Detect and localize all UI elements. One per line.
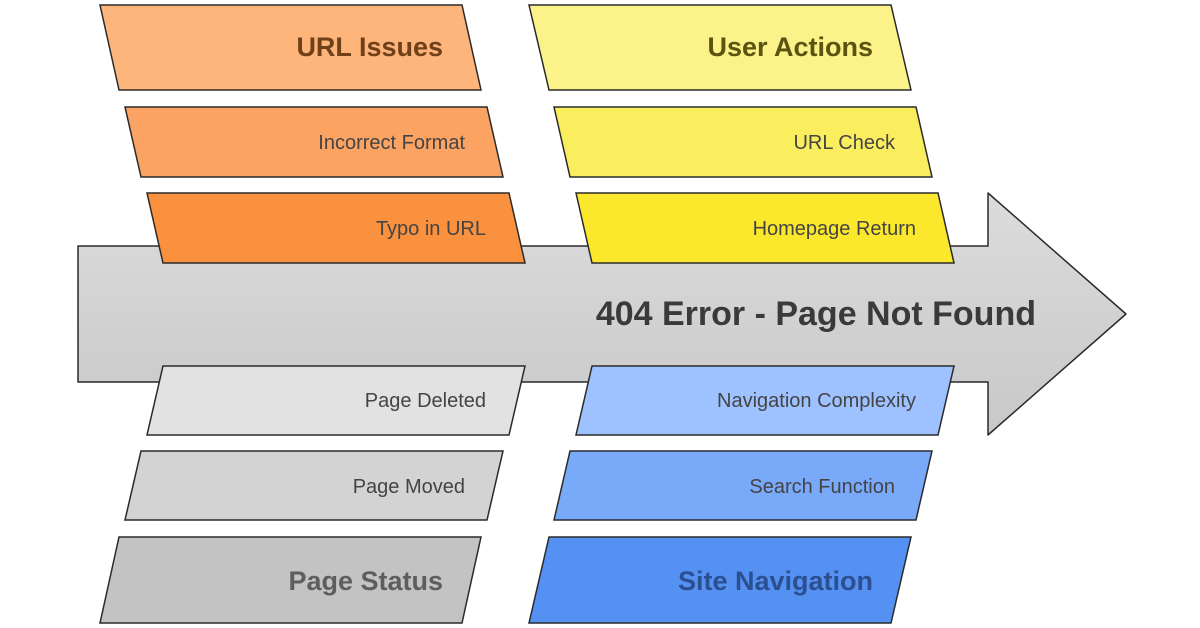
category-heading-box (528, 4, 912, 91)
cause-box (124, 450, 504, 521)
category-heading: Site Navigation (678, 566, 873, 596)
cause-label: Search Function (749, 476, 895, 498)
category-user-actions: User Actions URL Check Homepage Return (528, 4, 955, 264)
cause-box (146, 365, 526, 436)
cause-label: Page Deleted (365, 390, 486, 412)
cause-box (146, 192, 526, 264)
category-site-navigation: Navigation Complexity Search Function Si… (528, 365, 955, 624)
cause-label: Typo in URL (376, 218, 486, 240)
category-heading-box (99, 4, 482, 91)
cause-box (575, 365, 955, 436)
category-heading-box (528, 536, 912, 624)
cause-label: Navigation Complexity (717, 390, 916, 412)
category-page-status: Page Deleted Page Moved Page Status (99, 365, 526, 624)
cause-box (553, 106, 933, 178)
cause-label: Incorrect Format (318, 132, 465, 154)
cause-box (553, 450, 933, 521)
category-heading: User Actions (707, 32, 873, 62)
cause-label: Page Moved (353, 476, 465, 498)
cause-box (575, 192, 955, 264)
cause-label: Homepage Return (753, 218, 916, 240)
category-heading: Page Status (288, 566, 443, 596)
spine-label: 404 Error - Page Not Found (596, 295, 1036, 333)
cause-box (124, 106, 504, 178)
cause-label: URL Check (793, 132, 896, 154)
category-heading-box (99, 536, 482, 624)
category-heading: URL Issues (296, 32, 443, 62)
category-url-issues: URL Issues Incorrect Format Typo in URL (99, 4, 526, 264)
